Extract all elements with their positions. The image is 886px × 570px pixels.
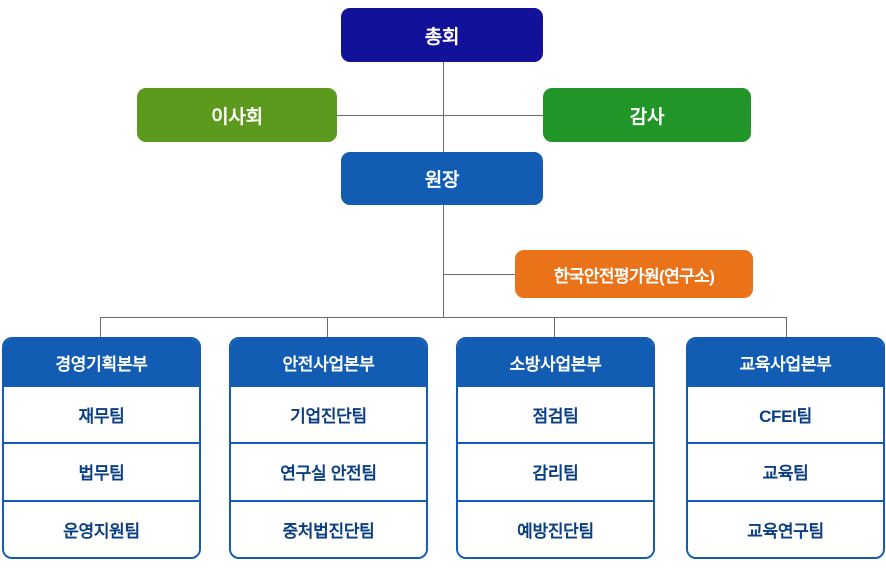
- department-3-team-1[interactable]: 점검팀: [458, 385, 653, 443]
- connector-drop-department-3: [554, 317, 555, 338]
- department-4-team-3[interactable]: 교육연구팀: [688, 499, 883, 557]
- department-3-team-3[interactable]: 예방진단팀: [458, 499, 653, 557]
- department-1-team-1[interactable]: 재무팀: [4, 385, 199, 443]
- node-auditor[interactable]: 감사: [543, 88, 751, 142]
- department-column-1[interactable]: 경영기획본부 재무팀 법무팀 운영지원팀: [2, 337, 201, 559]
- department-1-header: 경영기획본부: [4, 339, 199, 385]
- department-column-3[interactable]: 소방사업본부 점검팀 감리팀 예방진단팀: [456, 337, 655, 559]
- connector-president-down: [443, 205, 444, 317]
- node-president[interactable]: 원장: [341, 152, 543, 205]
- department-2-header: 안전사업본부: [231, 339, 426, 385]
- node-assembly[interactable]: 총회: [341, 8, 543, 62]
- department-2-team-3[interactable]: 중처법진단팀: [231, 499, 426, 557]
- connector-department-distribution-bar: [100, 317, 786, 318]
- connector-president-to-institute: [443, 274, 515, 275]
- department-column-2[interactable]: 안전사업본부 기업진단팀 연구실 안전팀 중처법진단팀: [229, 337, 428, 559]
- department-column-4[interactable]: 교육사업본부 CFEI팀 교육팀 교육연구팀: [686, 337, 885, 559]
- department-4-header: 교육사업본부: [688, 339, 883, 385]
- connector-drop-department-4: [786, 317, 787, 338]
- department-3-team-2[interactable]: 감리팀: [458, 442, 653, 500]
- department-1-team-3[interactable]: 운영지원팀: [4, 499, 199, 557]
- department-4-team-2[interactable]: 교육팀: [688, 442, 883, 500]
- connector-board-auditor-crossbar: [337, 115, 543, 116]
- node-board-of-directors[interactable]: 이사회: [137, 88, 337, 142]
- department-2-team-1[interactable]: 기업진단팀: [231, 385, 426, 443]
- department-1-team-2[interactable]: 법무팀: [4, 442, 199, 500]
- department-3-header: 소방사업본부: [458, 339, 653, 385]
- node-safety-institute[interactable]: 한국안전평가원(연구소): [515, 250, 753, 298]
- connector-assembly-to-president: [443, 62, 444, 162]
- department-2-team-2[interactable]: 연구실 안전팀: [231, 442, 426, 500]
- connector-drop-department-2: [327, 317, 328, 338]
- connector-drop-department-1: [100, 317, 101, 338]
- department-4-team-1[interactable]: CFEI팀: [688, 385, 883, 443]
